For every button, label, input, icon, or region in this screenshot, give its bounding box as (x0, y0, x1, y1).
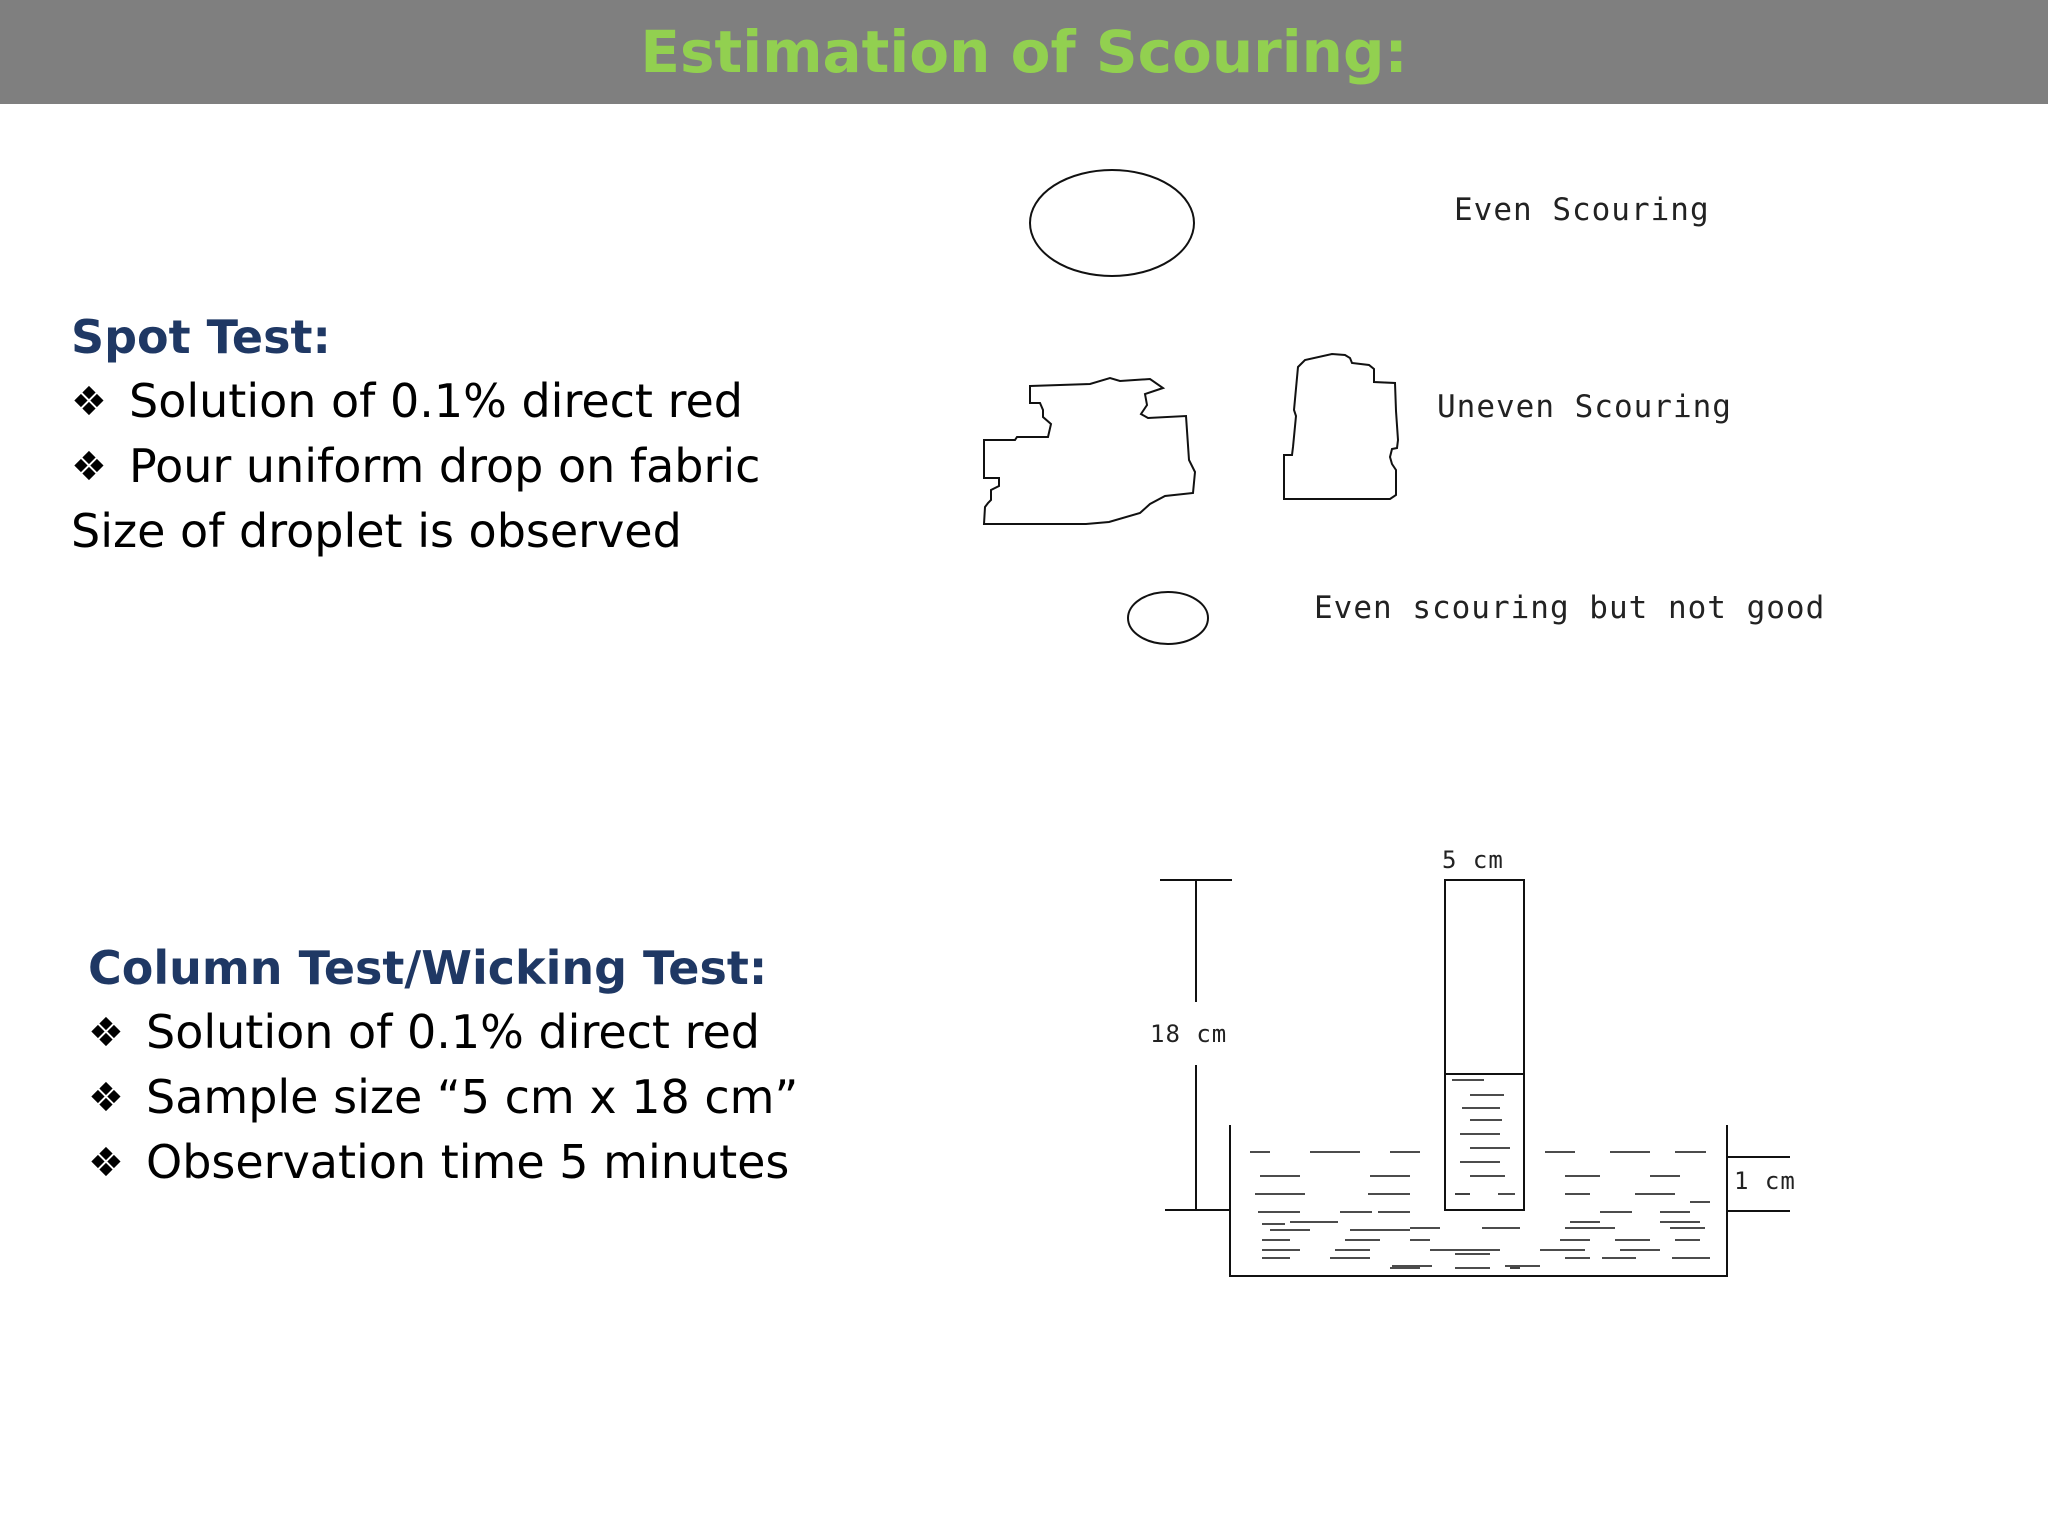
diamond-bullet-icon: ❖ (88, 1074, 124, 1121)
spot-test-section: Spot Test: ❖ Solution of 0.1% direct red… (71, 305, 760, 564)
diamond-bullet-icon: ❖ (71, 443, 107, 490)
diamond-bullet-icon: ❖ (71, 378, 107, 425)
column-test-section: Column Test/Wicking Test: ❖ Solution of … (88, 936, 798, 1195)
height-label: 18 cm (1150, 1020, 1228, 1048)
diamond-bullet-icon: ❖ (88, 1139, 124, 1186)
list-item-text: Sample size “5 cm x 18 cm” (146, 1070, 799, 1124)
even-spot-shape (1029, 169, 1195, 277)
spot-test-heading: Spot Test: (71, 310, 331, 364)
list-item: ❖ Solution of 0.1% direct red (88, 1000, 798, 1065)
list-item-text: Pour uniform drop on fabric (129, 439, 761, 493)
list-item: ❖ Pour uniform drop on fabric (71, 434, 760, 499)
width-label: 5 cm (1442, 846, 1504, 874)
slide-title: Estimation of Scouring: (640, 18, 1408, 86)
uneven-scouring-label: Uneven Scouring (1437, 389, 1732, 425)
uneven-spot-shape-1 (982, 376, 1197, 525)
even-not-good-label: Even scouring but not good (1314, 590, 1826, 626)
list-item: ❖ Sample size “5 cm x 18 cm” (88, 1065, 798, 1130)
list-item: ❖ Solution of 0.1% direct red (71, 369, 760, 434)
list-item-text: Solution of 0.1% direct red (129, 374, 743, 428)
depth-label: 1 cm (1734, 1167, 1796, 1195)
column-test-figure (1160, 879, 1790, 1277)
list-item: ❖ Observation time 5 minutes (88, 1130, 798, 1195)
title-bar: Estimation of Scouring: (0, 0, 2048, 104)
spot-test-note: Size of droplet is observed (71, 504, 682, 558)
diamond-bullet-icon: ❖ (88, 1009, 124, 1056)
small-even-spot-shape (1127, 591, 1209, 645)
uneven-spot-shape-2 (1283, 352, 1400, 500)
list-item-text: Solution of 0.1% direct red (146, 1005, 760, 1059)
column-test-heading: Column Test/Wicking Test: (88, 941, 768, 995)
even-scouring-label: Even Scouring (1454, 192, 1710, 228)
list-item-text: Observation time 5 minutes (146, 1135, 790, 1189)
